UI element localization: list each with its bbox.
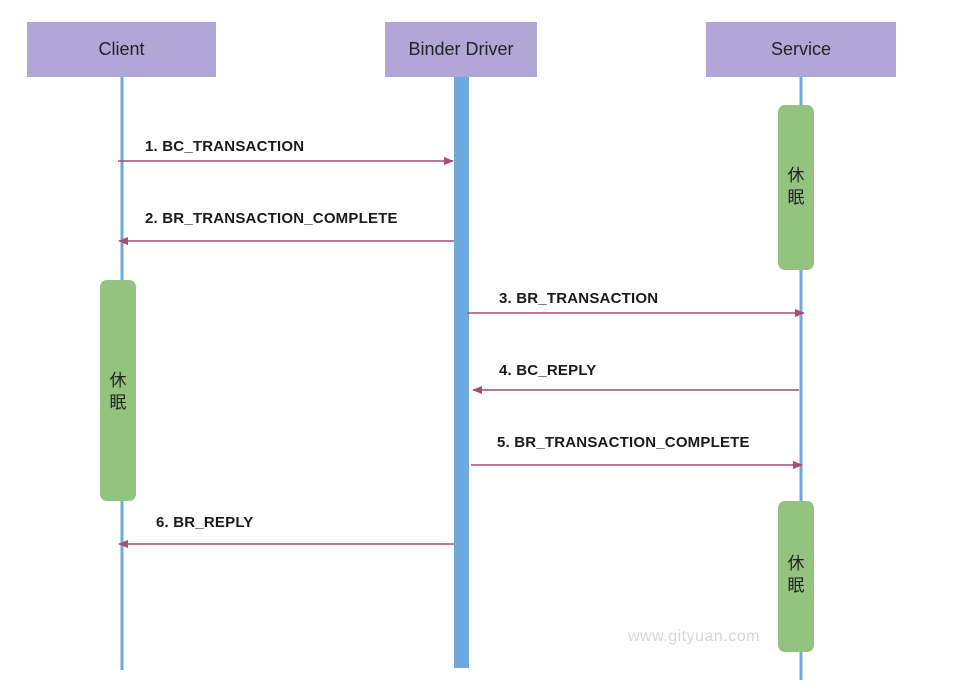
message-2-label: 2. BR_TRANSACTION_COMPLETE [145,210,398,227]
watermark: www.gityuan.com [628,628,760,645]
sleep-char-2: 眠 [109,393,127,413]
sleep-char-1: 休 [109,371,127,391]
service-sleep-block-1: 休 眠 [778,105,814,270]
sleep-label: 休 眠 [778,553,814,597]
service-header: Service [706,22,896,77]
sleep-char-1: 休 [787,554,805,574]
sleep-label: 休 眠 [100,370,136,414]
message-1-label: 1. BC_TRANSACTION [145,138,305,155]
client-header-label: Client [98,39,145,59]
client-sleep-block: 休 眠 [100,280,136,501]
service-sleep-block-2: 休 眠 [778,501,814,652]
message-6-label: 6. BR_REPLY [156,514,254,531]
sleep-char-1: 休 [787,166,805,186]
client-header: Client [27,22,216,77]
message-5-label: 5. BR_TRANSACTION_COMPLETE [497,434,750,451]
service-header-label: Service [770,39,832,59]
sleep-char-2: 眠 [787,576,805,596]
message-4-label: 4. BC_REPLY [499,362,597,379]
sleep-char-2: 眠 [787,188,805,208]
driver-lifeline [454,77,469,668]
sleep-label: 休 眠 [778,165,814,209]
driver-header-label: Binder Driver [408,39,514,59]
driver-header: Binder Driver [385,22,537,77]
message-3-label: 3. BR_TRANSACTION [499,290,659,307]
